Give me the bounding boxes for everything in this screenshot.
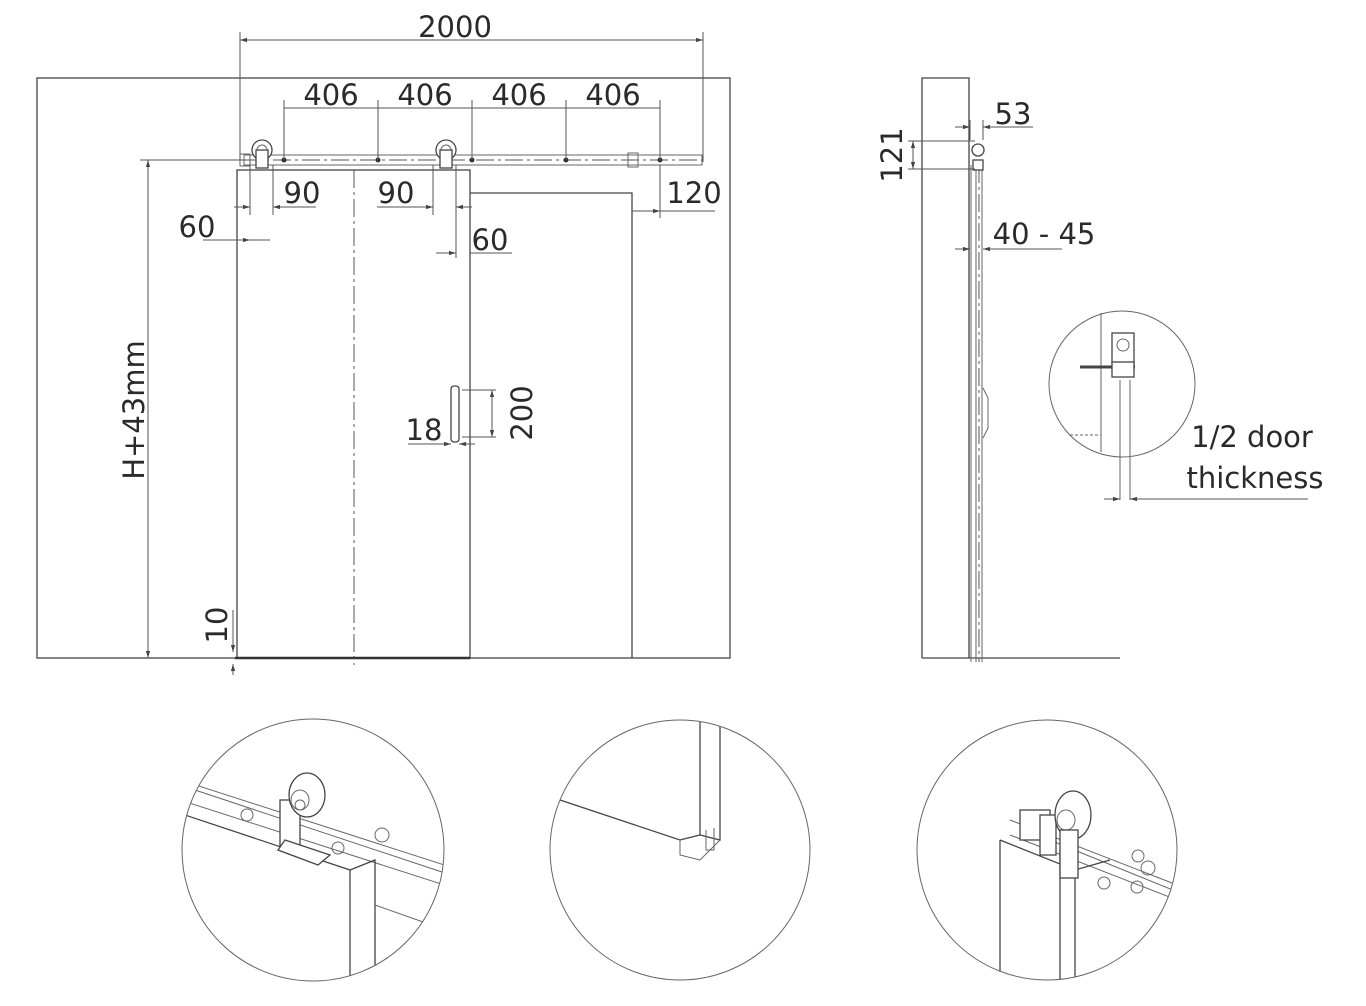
dim-door-edge-right: 60 xyxy=(472,223,509,257)
track-rail xyxy=(239,152,703,168)
detail-roller-track xyxy=(181,718,445,982)
dim-track-overhang: 120 xyxy=(666,176,721,210)
dim-door-thickness: 40 - 45 xyxy=(993,217,1096,251)
detail-label-line2: thickness xyxy=(1187,461,1324,495)
dim-spacing-1: 406 xyxy=(303,78,358,112)
side-view: 53 121 40 - 45 1/2 door thickness xyxy=(875,77,1324,662)
detail-track-stopper xyxy=(916,719,1178,981)
track-stopper xyxy=(627,152,639,168)
dim-floor-gap: 10 xyxy=(200,607,234,644)
dim-handle-offset: 18 xyxy=(406,413,443,447)
door-opening xyxy=(470,192,633,658)
door-handle xyxy=(450,385,460,443)
dim-wall-offset: 53 xyxy=(995,97,1032,131)
dim-roller-offset-left: 90 xyxy=(284,176,321,210)
side-door xyxy=(970,143,989,662)
detail-door-floor-guide xyxy=(549,719,811,981)
front-view: 2000 406 406 406 406 90 xyxy=(36,10,731,675)
roller-right xyxy=(435,139,457,169)
detail-half-thickness xyxy=(1048,310,1196,500)
dim-spacing-2: 406 xyxy=(397,78,452,112)
dim-overall-width: 2000 xyxy=(418,10,492,44)
dim-roller-offset-right: 90 xyxy=(378,176,415,210)
dim-hanger-height: 121 xyxy=(875,127,909,182)
dim-spacing-4: 406 xyxy=(585,78,640,112)
detail-label-line1: 1/2 door xyxy=(1191,420,1313,454)
dim-handle-length: 200 xyxy=(505,385,539,440)
dim-spacing-3: 406 xyxy=(491,78,546,112)
dim-height: H+43mm xyxy=(117,340,151,480)
roller-left xyxy=(251,139,273,169)
dim-door-edge-left: 60 xyxy=(179,210,216,244)
side-wall xyxy=(921,77,970,658)
